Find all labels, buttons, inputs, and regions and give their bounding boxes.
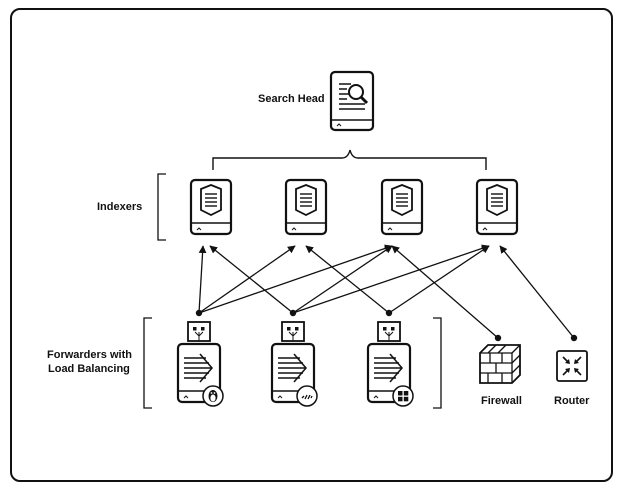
indexer-1	[189, 178, 233, 236]
brick-firewall-icon	[479, 344, 521, 384]
forwarders-bracket-left	[143, 317, 152, 409]
forwarder-3	[366, 320, 414, 407]
firewall-label: Firewall	[481, 395, 522, 407]
apple-os-icon	[296, 385, 318, 407]
connector-fwd2-to-idx1	[209, 245, 294, 314]
connector-fwd1-to-idx3	[198, 244, 393, 314]
forwarders-bracket-right	[433, 317, 442, 409]
forwarder-2	[270, 320, 318, 407]
windows-icon	[392, 385, 414, 407]
connection-lines	[198, 244, 575, 339]
connection-dots	[195, 309, 578, 342]
indexer-4	[475, 178, 519, 236]
connector-router-to-idx4	[499, 245, 575, 339]
search-head-brace	[212, 149, 487, 170]
indexer-3	[380, 178, 424, 236]
router-label: Router	[554, 395, 590, 407]
indexers-bracket	[157, 173, 166, 241]
search-head-server-icon	[329, 70, 375, 132]
indexer-2	[284, 178, 328, 236]
forwarder-1	[176, 320, 224, 407]
linux-penguin-icon	[202, 385, 224, 407]
router-arrows-icon	[556, 350, 588, 382]
forwarders-label-line1: Forwarders with	[47, 349, 132, 361]
connector-firewall-to-idx3	[391, 245, 499, 339]
search-head-label: Search Head	[258, 93, 325, 105]
diagram-frame	[10, 8, 613, 482]
connector-fwd1-to-idx2	[198, 245, 296, 314]
connector-fwd3-to-idx2	[305, 245, 390, 314]
connector-fwd2-to-idx4	[292, 244, 490, 314]
connector-fwd1-to-idx1	[198, 245, 207, 314]
forwarders-label-line2: Load Balancing	[48, 363, 130, 375]
indexers-label: Indexers	[97, 201, 143, 213]
connector-fwd2-to-idx3	[292, 245, 393, 314]
connector-fwd3-to-idx4	[388, 245, 490, 314]
